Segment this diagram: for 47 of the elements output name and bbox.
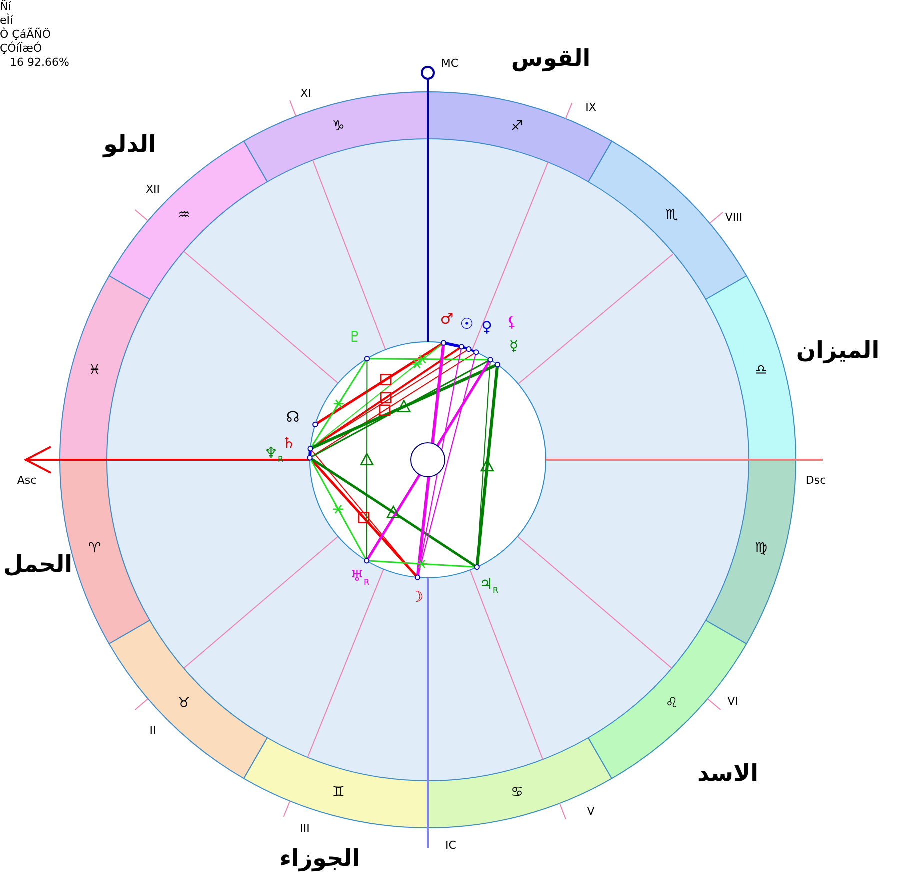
zodiac-glyph: ♐ — [511, 119, 524, 134]
zodiac-glyph: ♈ — [88, 542, 102, 557]
planet-glyph: ♂ — [440, 312, 454, 328]
house-number: XII — [146, 184, 160, 196]
chart-info-text: Ñí — [0, 0, 12, 13]
planet-glyph: ♄ — [282, 436, 296, 452]
zodiac-glyph: ♑ — [332, 119, 345, 134]
house-number: XI — [300, 88, 312, 100]
house-number: V — [587, 806, 595, 818]
planet-glyph: ♇ — [348, 330, 362, 346]
planet-glyph: ⚸ — [506, 315, 518, 331]
zodiac-glyph: ♋ — [511, 786, 524, 801]
house-number: IX — [586, 102, 596, 114]
sign-name: الاسد — [698, 760, 758, 790]
house-number: VI — [728, 696, 738, 708]
chart-info-text: eÌí — [0, 14, 14, 27]
planet-glyph: ♆$_{R}$ — [264, 446, 284, 464]
zodiac-glyph: ♏ — [666, 208, 678, 224]
planet-glyph: ♅$_{R}$ — [350, 568, 370, 588]
zodiac-glyph: ♓ — [88, 363, 102, 378]
planet-glyph: ☽ — [410, 590, 424, 606]
house-number: II — [150, 725, 156, 737]
axis-label: MC — [441, 58, 459, 70]
zodiac-glyph: ♎ — [754, 363, 768, 378]
planet-glyph: ♀ — [482, 320, 492, 336]
planet-glyph: ☊ — [286, 410, 300, 426]
zodiac-glyph: ♒ — [178, 208, 190, 224]
chart-info-text: 16 92.66% — [10, 56, 70, 69]
zodiac-glyph: ♉ — [178, 696, 190, 712]
planet-glyph: ♃$_{R}$ — [480, 576, 498, 596]
sign-name: الميزان — [796, 337, 880, 366]
house-number: III — [300, 823, 310, 835]
zodiac-glyph: ♊ — [332, 786, 345, 801]
chart-info-text: ÇÓíÏæÓ — [0, 42, 42, 55]
axis-label: Asc — [17, 475, 37, 487]
sign-name: الدلو — [104, 131, 156, 160]
house-number: VIII — [725, 212, 743, 224]
zodiac-glyph: ♌ — [666, 696, 678, 712]
planet-glyph: ☉ — [460, 317, 474, 333]
axis-label: Dsc — [806, 475, 826, 487]
sign-name: القوس — [511, 45, 591, 74]
planet-glyph: ☿ — [509, 339, 519, 355]
axis-label: IC — [446, 840, 456, 852]
chart-info-text: Ò ÇáÃÑÖ — [0, 28, 51, 41]
sign-name: الجوزاء — [280, 845, 360, 874]
sign-name: الحمل — [3, 551, 73, 580]
zodiac-glyph: ♍ — [754, 542, 768, 557]
